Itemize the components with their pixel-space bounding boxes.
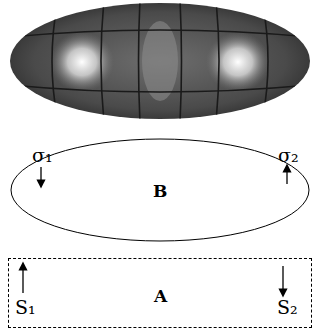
spin-down-arrow (282, 266, 283, 293)
spin-down-arrow (40, 167, 41, 184)
ellipse-outline (11, 139, 309, 241)
region-ellipse: σ₁ σ₂ B (10, 138, 310, 242)
region-box: S₁ S₂ A (8, 258, 312, 328)
spin-arrows (23, 167, 287, 293)
spin-label: S₁ (15, 297, 36, 318)
spin-label: σ₁ (32, 145, 53, 166)
spin-label: σ₂ (278, 145, 299, 166)
region-label: A (154, 287, 167, 306)
spin-label: S₂ (277, 297, 298, 318)
mode-shape-ellipse (0, 0, 320, 122)
spin-up-arrow (22, 266, 23, 293)
region-label: B (153, 182, 167, 201)
spin-up-arrow (286, 168, 287, 184)
